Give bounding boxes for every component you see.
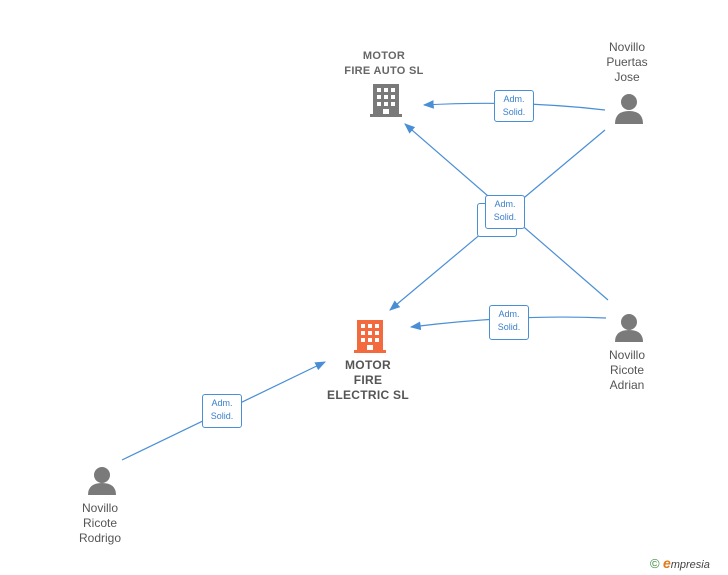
relation-badge-adrian-electric[interactable]: Adm. Solid. xyxy=(489,305,529,340)
relation-type: Adm. xyxy=(494,199,516,209)
person-icon-adrian[interactable] xyxy=(615,314,643,342)
person-label-jose[interactable]: Novillo Puertas Jose xyxy=(596,40,658,85)
person-name-line: Rodrigo xyxy=(78,531,122,545)
company-label-auto[interactable]: MOTOR FIRE AUTO SL xyxy=(330,49,438,79)
company-name-line: FIRE xyxy=(353,373,383,387)
person-name-line: Ricote xyxy=(609,363,644,377)
building-icon-highlighted[interactable] xyxy=(354,320,386,353)
person-name-line: Novillo xyxy=(608,40,645,54)
copyright-icon: © xyxy=(650,556,660,571)
company-label-electric[interactable]: MOTOR FIRE ELECTRIC SL xyxy=(310,358,426,403)
company-name-line: MOTOR xyxy=(362,50,406,62)
person-name-line: Jose xyxy=(614,70,640,84)
relation-badge-rodrigo-electric[interactable]: Adm. Solid. xyxy=(202,394,242,428)
person-name-line: Puertas xyxy=(606,55,648,69)
building-icon[interactable] xyxy=(370,84,402,117)
person-icon-jose[interactable] xyxy=(615,94,643,124)
person-name-line: Adrian xyxy=(609,378,645,392)
company-name-line: ELECTRIC SL xyxy=(327,388,409,402)
relation-type: Solid. xyxy=(493,212,517,222)
relation-badge-jose-electric[interactable]: Adm. Solid. xyxy=(485,195,525,229)
footer-brand: © empresia xyxy=(650,555,710,571)
relation-badge-jose-auto[interactable]: Adm. Solid. xyxy=(494,90,534,122)
relation-type: Adm. xyxy=(503,94,525,104)
person-label-rodrigo[interactable]: Novillo Ricote Rodrigo xyxy=(66,501,134,546)
person-name-line: Novillo xyxy=(81,501,118,515)
person-name-line: Novillo xyxy=(608,348,645,362)
relation-type: Adm. xyxy=(211,398,233,408)
relation-type: Solid. xyxy=(497,322,521,332)
brand-name: mpresia xyxy=(670,559,710,571)
relation-type: Solid. xyxy=(502,107,526,117)
company-name-line: MOTOR xyxy=(345,358,391,372)
person-label-adrian[interactable]: Novillo Ricote Adrian xyxy=(596,348,658,393)
relation-type: Adm. xyxy=(498,309,520,319)
company-name-line: FIRE AUTO SL xyxy=(344,65,424,77)
relation-type: Solid. xyxy=(210,411,234,421)
person-name-line: Ricote xyxy=(82,516,117,530)
person-icon-rodrigo[interactable] xyxy=(88,467,116,495)
brand-logo-initial: e xyxy=(662,555,671,571)
